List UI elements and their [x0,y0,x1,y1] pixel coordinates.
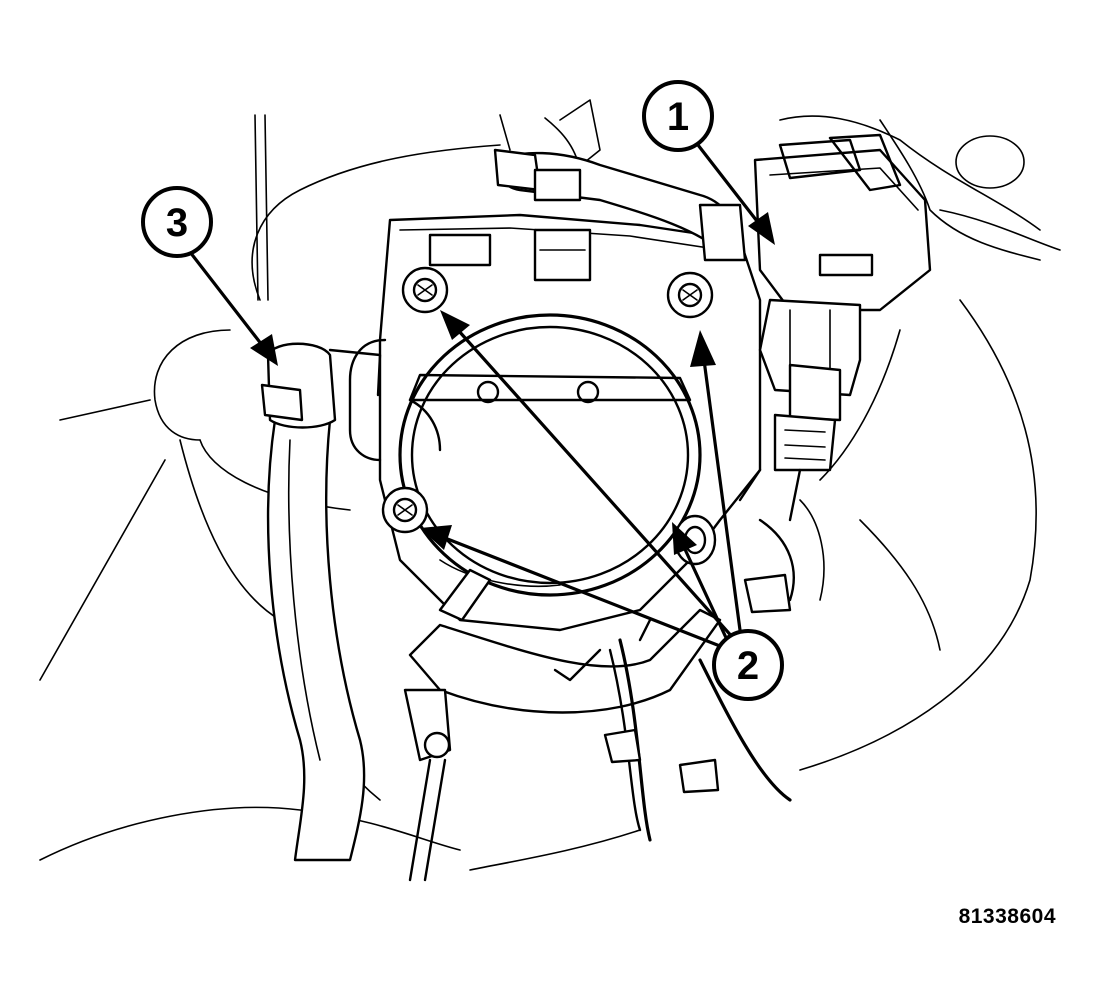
bolt-upper-right [666,271,714,319]
leader-lines [188,143,775,650]
callout-1: 1 [642,80,714,152]
electrical-connector [738,133,932,522]
housing-tabs [428,228,592,282]
intake-clamp [553,618,792,842]
callout-3: 3 [141,186,213,258]
svg-text:1: 1 [667,95,689,139]
bolt-lower-left [381,486,429,534]
figure-id: 81338604 [958,905,1056,928]
mounting-bolts [381,266,717,566]
callout-2: 2 [712,629,784,701]
svg-text:3: 3 [166,201,188,245]
upper-vacuum-line [493,148,747,262]
bolt-upper-left [401,266,449,314]
pcv-hose [260,342,382,862]
engine-outline [39,99,1061,871]
svg-text:2: 2 [737,644,759,688]
lower-lines [403,518,795,882]
